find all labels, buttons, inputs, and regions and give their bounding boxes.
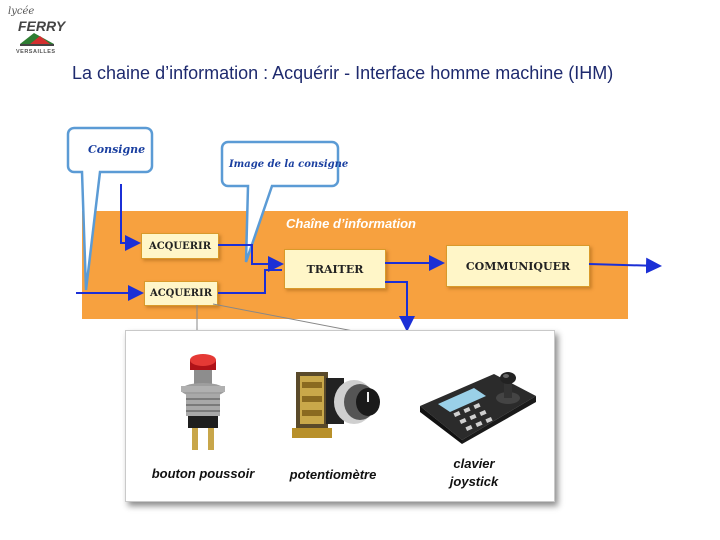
logo-house-icon [20, 33, 54, 46]
image-consigne-label: Image de la consigne [229, 159, 349, 170]
acquerir-block-bottom: ACQUERIR [144, 281, 218, 306]
communiquer-block: COMMUNIQUER [446, 245, 590, 287]
caption-clavier: clavier [453, 456, 495, 471]
school-logo: lycée FERRY VERSAILLES [6, 4, 66, 58]
keyboard-joystick-icon [420, 372, 536, 444]
slide-title: La chaine d’information : Acquérir - Int… [72, 63, 614, 83]
arrow-traiter-down [385, 281, 415, 332]
potentiometer-icon [292, 372, 380, 438]
arrow-consigne-to-acquerir [120, 184, 141, 251]
callout-bubbles [66, 126, 340, 291]
traiter-block: TRAITER [284, 249, 386, 289]
caption-joystick: joystick [449, 474, 499, 489]
arrow-acquerir-to-traiter [218, 244, 284, 272]
image-consigne-bubble [220, 140, 340, 263]
logo-city: VERSAILLES [16, 49, 56, 55]
caption-potentiometre: potentiomètre [289, 467, 377, 482]
acquerir-block-top: ACQUERIR [141, 233, 219, 259]
caption-bouton-poussoir: bouton poussoir [151, 466, 255, 481]
band-title: Chaîne d’information [286, 216, 416, 231]
logo-script: lycée [8, 6, 35, 17]
consigne-bubble [66, 126, 154, 291]
consigne-label: Consigne [88, 143, 146, 156]
logo-name: FERRY [18, 18, 66, 34]
arrow-communiquer-out [588, 257, 662, 274]
push-button-icon [181, 354, 225, 450]
arrow-acquerir2-to-traiter [218, 269, 282, 294]
